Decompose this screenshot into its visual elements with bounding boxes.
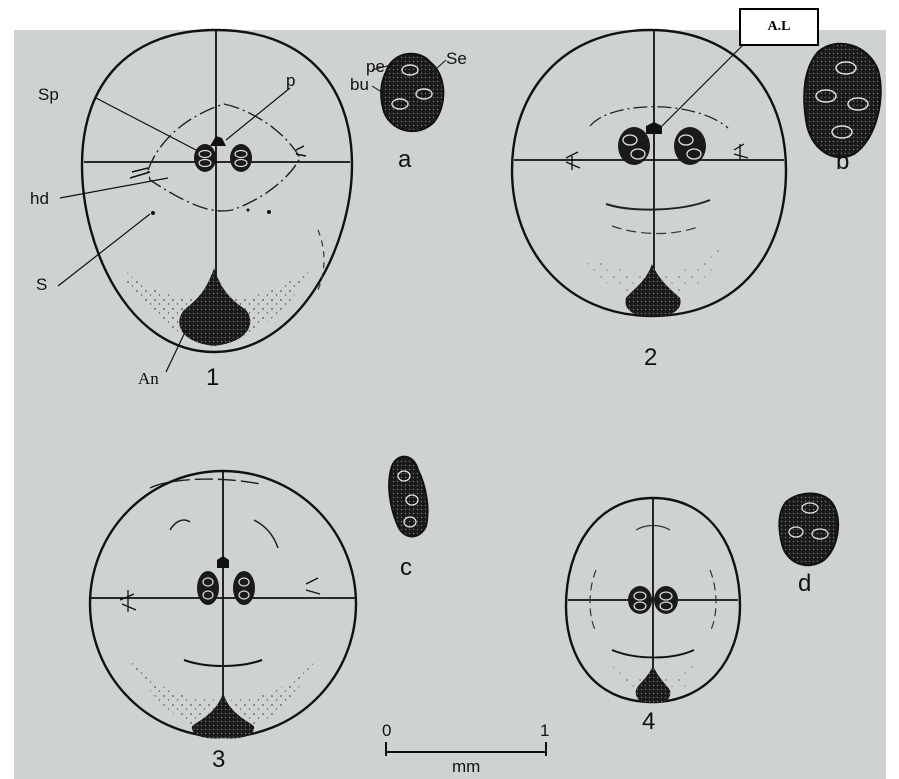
label-an: An: [138, 370, 159, 387]
figure-letter-a: a: [398, 148, 411, 172]
figure-letter-b: b: [836, 150, 849, 174]
label-pe: pe: [366, 58, 385, 75]
label-hd: hd: [30, 190, 49, 207]
scale-bar-unit: mm: [452, 758, 480, 775]
peritreme-d: [779, 493, 838, 565]
label-p: p: [286, 72, 295, 89]
figure-number-3: 3: [212, 748, 225, 772]
plate-background: [14, 30, 886, 779]
al-callout-box: A.L: [739, 8, 819, 46]
label-se: Se: [446, 50, 467, 67]
figure-letter-c: c: [400, 556, 412, 580]
figure-number-4: 4: [642, 710, 655, 734]
label-bu: bu: [350, 76, 369, 93]
scale-bar-start: 0: [382, 722, 391, 739]
label-s: S: [36, 276, 47, 293]
figure-number-1: 1: [206, 366, 219, 390]
scale-bar-end: 1: [540, 722, 549, 739]
figure-number-2: 2: [644, 346, 657, 370]
figure-letter-d: d: [798, 572, 811, 596]
label-sp: Sp: [38, 86, 59, 103]
